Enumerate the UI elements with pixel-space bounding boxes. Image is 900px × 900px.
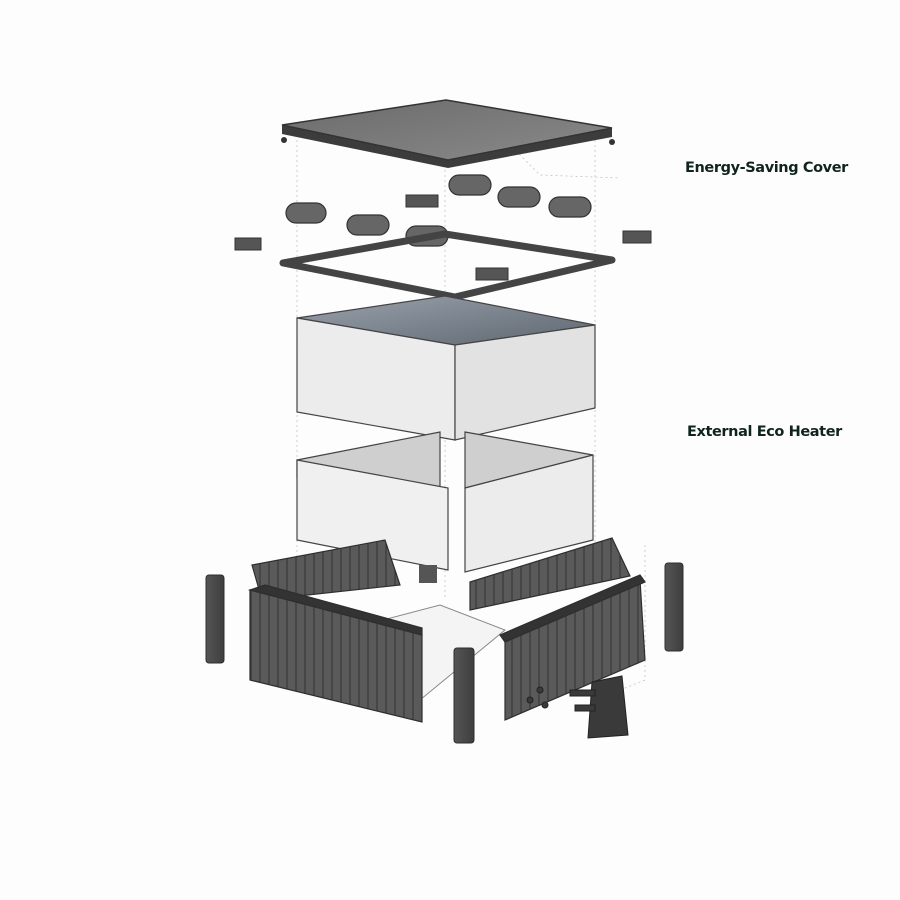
inner-tub-upper [296,295,596,441]
label-energy-saving-cover: Energy-Saving Cover [685,160,848,176]
energy-saving-cover-lid [281,99,615,168]
corner-posts [205,562,684,744]
insulation-shell-lower [296,431,594,573]
drain-plug [419,565,437,583]
mounting-blocks [234,194,652,281]
external-eco-heater [526,675,629,739]
wooden-enclosure [247,537,646,723]
label-external-eco-heater: External Eco Heater [687,424,842,440]
cover-frame [279,230,616,301]
